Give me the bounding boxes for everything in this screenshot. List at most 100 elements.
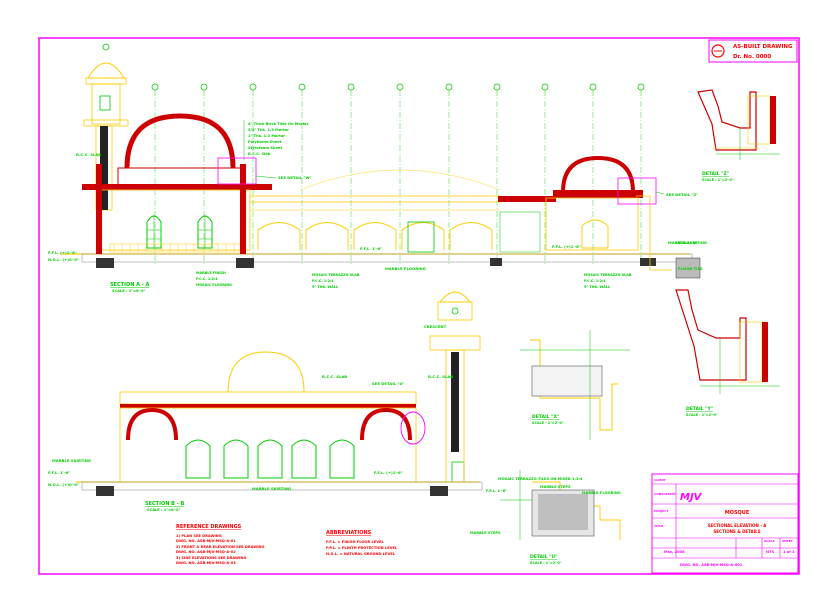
abbreviations-heading: ABBREVIATIONS — [326, 530, 372, 536]
detail-x: DETAIL "X" SCALE : 1"=2'-0" — [520, 330, 630, 440]
svg-text:3/4" Thk. 1:3 Mortar: 3/4" Thk. 1:3 Mortar — [248, 128, 289, 132]
drawing-title-2: SECTIONS & DETAILS — [713, 529, 760, 534]
detail-z: DETAIL "Z" SCALE : 1"=2'-0" — [697, 89, 780, 182]
svg-text:2) FRONT & REAR ELEVATION SE: 2) FRONT & REAR ELEVATION SEE DRAWING — [176, 545, 265, 549]
svg-text:P.C.C. 1:2:4: P.C.C. 1:2:4 — [312, 279, 334, 283]
svg-text:SEE DETAIL "V": SEE DETAIL "V" — [372, 381, 404, 386]
bb-dome — [227, 351, 305, 393]
svg-text:SCALE : 1"=2'-0": SCALE : 1"=2'-0" — [532, 421, 564, 425]
as-built-stamp: AS-BUILT DRAWING Dr. No. 0000 — [708, 39, 798, 63]
section-aa-title: SECTION A - A — [110, 282, 150, 288]
svg-text:MARBLE FLOORING: MARBLE FLOORING — [582, 491, 621, 495]
svg-text:DETAIL "W": DETAIL "W" — [676, 241, 699, 245]
svg-text:9" THK. WALL: 9" THK. WALL — [312, 285, 339, 289]
svg-text:Polythene Sheet: Polythene Sheet — [248, 140, 282, 144]
svg-text:P.C.C. 1:2:4: P.C.C. 1:2:4 — [196, 277, 218, 281]
svg-text:N.G.L. (+)0'-0": N.G.L. (+)0'-0" — [48, 257, 79, 262]
svg-text:SCALE : 1"=2'-0": SCALE : 1"=2'-0" — [702, 178, 734, 182]
title-block: CLIENT CONSULTANT PROJECT TITLE SCALE SH… — [651, 473, 799, 574]
svg-text:F.F.L. = FINISH FLOOR LEVE: F.F.L. = FINISH FLOOR LEVEL — [326, 540, 384, 544]
svg-text:MARBLE SKIRTING: MARBLE SKIRTING — [252, 486, 291, 491]
drawing-title-1: SECTIONAL ELEVATION - A — [708, 523, 768, 528]
abbreviations: ABBREVIATIONS F.F.L. = FINISH FLOOR LEVE… — [326, 530, 398, 556]
svg-text:4" Thick Brick Tiles On Mortar: 4" Thick Brick Tiles On Mortar — [248, 122, 309, 126]
svg-text:DETAIL "U": DETAIL "U" — [530, 554, 557, 560]
svg-text:R.C.C. Slab: R.C.C. Slab — [248, 152, 271, 156]
stamp-number: Dr. No. 0000 — [733, 54, 771, 60]
svg-text:1" Thk. 1:2 Mortar: 1" Thk. 1:2 Mortar — [248, 134, 285, 138]
svg-text:F.F.L. (+)1'-6": F.F.L. (+)1'-6" — [48, 250, 77, 255]
svg-text:SEE DETAIL "W": SEE DETAIL "W" — [278, 175, 312, 180]
svg-text:Styrofoam Sheet: Styrofoam Sheet — [248, 146, 282, 150]
section-a-a: 4" Thick Brick Tiles On Mortar 3/4" Thk.… — [48, 62, 707, 293]
svg-text:MOSAIC TERRAZZO SLAB: MOSAIC TERRAZZO SLAB — [312, 273, 360, 277]
svg-text:MOSAIC TERRAZZO SLAB: MOSAIC TERRAZZO SLAB — [584, 273, 632, 277]
small-dome — [561, 155, 635, 193]
svg-text:N.G.L. (+)0'-0": N.G.L. (+)0'-0" — [48, 482, 79, 487]
svg-text:SCALE : 1"=8'-0": SCALE : 1"=8'-0" — [112, 289, 146, 293]
reference-heading: REFERENCE DRAWINGS — [176, 524, 242, 530]
detail-y: DETAIL "Y" SCALE : 1"=2'-0" — [675, 289, 780, 417]
svg-text:MOSAIC FLOORING: MOSAIC FLOORING — [196, 283, 232, 287]
section-bb-title: SECTION B - B — [145, 501, 185, 507]
svg-text:F.F.L. 1'-6": F.F.L. 1'-6" — [360, 246, 382, 251]
main-dome — [124, 113, 236, 169]
svg-text:SCALE: SCALE — [764, 539, 775, 543]
consultant-logo: MJV — [680, 492, 703, 503]
svg-text:1) PLAN SEE DRAWING: 1) PLAN SEE DRAWING — [176, 534, 222, 538]
svg-text:9" THK. WALL: 9" THK. WALL — [584, 285, 611, 289]
svg-text:DWG. NO. ASB-MJV-MSQ-A-03: DWG. NO. ASB-MJV-MSQ-A-03 — [176, 561, 236, 565]
svg-text:FLOOR TILE: FLOOR TILE — [678, 266, 703, 271]
svg-text:DETAIL "Y": DETAIL "Y" — [686, 406, 713, 412]
detail-w-right: DETAIL "W" — [636, 195, 699, 271]
svg-text:MARBLE STEPS: MARBLE STEPS — [470, 531, 501, 535]
svg-text:DWG. NO. ASB-MJV-MSQ-A-02: DWG. NO. ASB-MJV-MSQ-A-02 — [176, 550, 236, 554]
section-b-b: MARBLE SKIRTING F.F.L. 1'-6" N.G.L. (+)0… — [48, 291, 483, 512]
callout-v-circle — [400, 411, 426, 445]
svg-text:F.F.L. (+)1'-6": F.F.L. (+)1'-6" — [374, 470, 403, 475]
svg-text:DETAIL "Z": DETAIL "Z" — [702, 171, 729, 177]
svg-text:MARBLE FINISH: MARBLE FINISH — [196, 271, 226, 275]
minaret-dome — [87, 62, 125, 79]
svg-text:F.F.L. (+)1'-6": F.F.L. (+)1'-6" — [552, 244, 581, 249]
svg-text:3) SIDE ELEVATIONS SEE DRAWI: 3) SIDE ELEVATIONS SEE DRAWING — [176, 556, 246, 560]
svg-text:SCALE : 1"=8'-0": SCALE : 1"=8'-0" — [147, 508, 181, 512]
svg-text:R.C.C. SLAB: R.C.C. SLAB — [428, 374, 453, 379]
svg-text:SCALE : 1"=2'-0": SCALE : 1"=2'-0" — [530, 561, 562, 565]
minaret-core — [100, 126, 108, 210]
reference-drawings: REFERENCE DRAWINGS 1) PLAN SEE DRAWING D… — [176, 524, 265, 565]
svg-text:MARBLE SKIRTING: MARBLE SKIRTING — [668, 240, 707, 245]
svg-text:P.P.L. = PLINTH PROTECTION: P.P.L. = PLINTH PROTECTION LEVEL — [326, 546, 398, 550]
svg-text:PROJECT: PROJECT — [654, 509, 669, 513]
project-name: MOSQUE — [725, 510, 750, 516]
drawing-date: May, 2008 — [664, 550, 685, 554]
grid-bubbles — [102, 43, 645, 91]
svg-text:P.C.C. 1:2:4: P.C.C. 1:2:4 — [584, 279, 606, 283]
drawing-scale: NTS — [766, 550, 774, 554]
svg-text:DETAIL "X": DETAIL "X" — [532, 414, 559, 420]
callout-z-box — [617, 177, 657, 205]
svg-text:SEE DETAIL "Z": SEE DETAIL "Z" — [666, 192, 698, 197]
svg-text:MOSAIC TERRAZZO TILES ON MIXED: MOSAIC TERRAZZO TILES ON MIXED 1:2:4 — [498, 477, 583, 481]
drawing-number: DWG. NO. ASB-MJV-MSQ-A-001 — [680, 563, 743, 567]
svg-text:F.F.L. 1'-6": F.F.L. 1'-6" — [48, 470, 70, 475]
sheet-number: 1 of 1 — [783, 550, 795, 554]
svg-text:MARBLE FLOORING: MARBLE FLOORING — [385, 266, 426, 271]
detail-u: F.F.L. 1'-6" MOSAIC TERRAZZO TILES ON MI… — [470, 470, 621, 565]
stamp-title: AS-BUILT DRAWING — [733, 44, 793, 50]
callout-w-box — [217, 157, 257, 185]
svg-text:CRESCENT: CRESCENT — [424, 324, 447, 329]
stamp-logo-icon — [711, 44, 725, 58]
svg-text:F.F.L. 1'-6": F.F.L. 1'-6" — [486, 489, 507, 493]
svg-text:CLIENT: CLIENT — [654, 478, 667, 482]
svg-text:R.C.C. SLAB: R.C.C. SLAB — [322, 374, 347, 379]
svg-text:MARBLE STEPS: MARBLE STEPS — [540, 485, 571, 489]
svg-text:CONSULTANT: CONSULTANT — [654, 492, 677, 496]
svg-text:DWG. NO. ASB-MJV-MSQ-A-01: DWG. NO. ASB-MJV-MSQ-A-01 — [176, 539, 236, 543]
sheet-border — [38, 37, 800, 575]
svg-text:N.G.L. = NATURAL GROUND LE: N.G.L. = NATURAL GROUND LEVEL — [326, 552, 396, 556]
svg-text:R.C.C. SLAB: R.C.C. SLAB — [76, 152, 101, 157]
svg-text:MARBLE SKIRTING: MARBLE SKIRTING — [52, 458, 91, 463]
svg-text:TITLE: TITLE — [654, 524, 663, 528]
